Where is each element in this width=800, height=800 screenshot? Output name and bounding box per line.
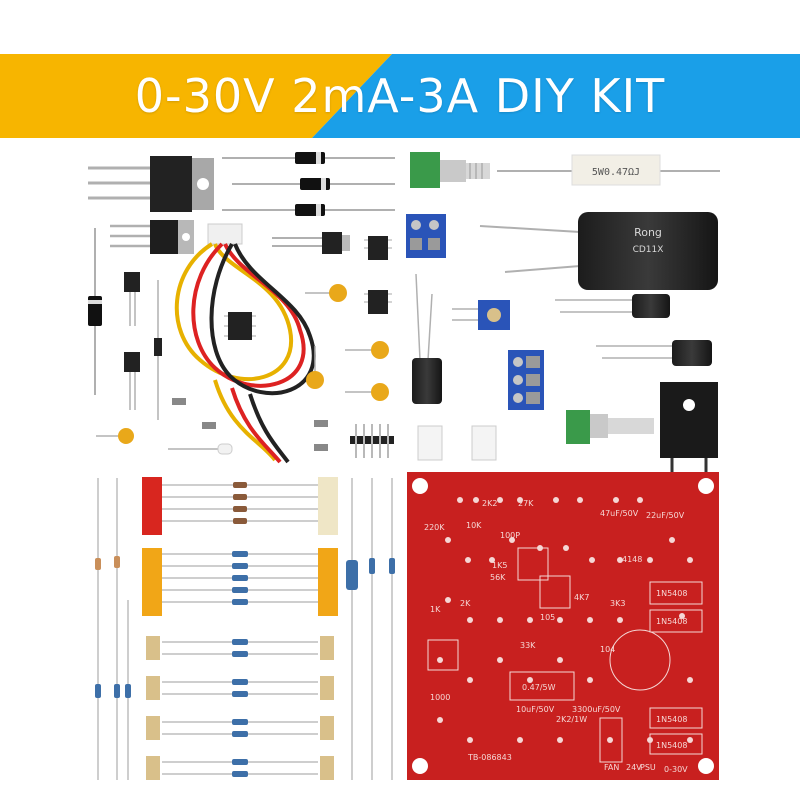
- banner: 0-30V 2mA-3A DIY KIT: [0, 54, 800, 138]
- pcb-label-100p: 100P: [500, 531, 520, 540]
- pcb-label-1k: 1K: [430, 605, 441, 614]
- pcb-label-10uf: 10uF/50V: [516, 705, 555, 714]
- wire-harness: [174, 223, 316, 464]
- pcb-label-105: 105: [540, 613, 555, 622]
- to92-transistor-a: [124, 272, 140, 326]
- capacitor-series: CD11X: [633, 245, 664, 255]
- power-resistor: 5W0.47ΩJ: [497, 154, 720, 186]
- printed-circuit-board: 1N5408 1N5408 1N5408 1N5408 0.47/5W 3300…: [407, 472, 719, 780]
- potentiometer-top: [410, 152, 490, 188]
- power-resistor-label: 5W0.47ΩJ: [592, 167, 640, 178]
- loose-resistor-bodies: [95, 556, 395, 698]
- heatsink: [660, 382, 718, 478]
- ic-dip8-b: [364, 290, 392, 314]
- banner-background: [0, 54, 800, 138]
- small-diode-vertical: [154, 280, 162, 420]
- loose-resistors-vertical: [97, 478, 393, 780]
- pcb-label-1k5: 1K5: [492, 561, 507, 570]
- screw-terminal-2pin: [406, 214, 446, 258]
- pcb-label-res-047: 0.47/5W: [522, 683, 556, 692]
- pcb-label-2k2: 2K2: [482, 499, 497, 508]
- pcb-label-4148: 4148: [622, 555, 642, 564]
- pcb-label-10k: 10K: [466, 521, 482, 530]
- pcb-label-33k: 33K: [520, 641, 536, 650]
- ceramic-capacitors: [96, 284, 389, 444]
- banner-title: 0-30V 2mA-3A DIY KIT: [134, 69, 666, 123]
- power-transistor-large: [88, 156, 214, 212]
- pcb-label-24v: 24V: [626, 763, 642, 772]
- electrolytic-capacitor-small-b: [596, 340, 712, 366]
- connector-sockets: [417, 425, 497, 461]
- potentiometer-bottom: [566, 410, 654, 444]
- pcb-label-1000: 1000: [430, 693, 450, 702]
- to220-transistor: [110, 220, 194, 254]
- pcb-label-diode-a: 1N5408: [656, 589, 687, 598]
- pcb-label-104: 104: [600, 645, 615, 654]
- pcb-label-220k: 220K: [424, 523, 445, 532]
- ic-dip8-a: [364, 236, 392, 260]
- diode-vertical-left: [88, 228, 102, 395]
- pin-header: [350, 424, 394, 458]
- pcb-label-47uf: 47uF/50V: [600, 509, 639, 518]
- small-transistors-row: [272, 232, 350, 254]
- pcb-label-4k7: 4K7: [574, 593, 589, 602]
- banner-blue-segment: [312, 54, 800, 138]
- pcb-label-22uf: 22uF/50V: [646, 511, 685, 520]
- capacitor-brand: Rong: [634, 226, 662, 239]
- screws: [172, 398, 328, 451]
- to92-transistor-b: [124, 352, 140, 410]
- pcb-label-56k: 56K: [490, 573, 506, 582]
- resistor-strip-set: [142, 477, 338, 780]
- pcb-label-2k2-1w: 2K2/1W: [556, 715, 587, 724]
- rectifier-diodes: [222, 152, 395, 216]
- pcb-label-cap-3300: 3300uF/50V: [572, 705, 621, 714]
- trimmer-potentiometer: [452, 300, 510, 330]
- pcb-label-out: 0-30V: [664, 765, 688, 774]
- screw-terminal-3pin: [508, 350, 544, 410]
- pcb-label-diode-b: 1N5408: [656, 617, 687, 626]
- pcb-label-diode-c: 1N5408: [656, 715, 687, 724]
- electrolytic-capacitor-large: Rong CD11X: [479, 212, 718, 290]
- pcb-label-diode-d: 1N5408: [656, 741, 687, 750]
- pcb-label-3k3: 3K3: [610, 599, 625, 608]
- led: [168, 443, 233, 455]
- pcb-label-27k: 27K: [518, 499, 534, 508]
- electrolytic-capacitor-small-a: [555, 294, 670, 318]
- pcb-label-psu: PSU: [640, 763, 656, 772]
- resistor-bodies: [232, 482, 248, 777]
- pcb-label-fan: FAN: [604, 763, 619, 772]
- resistor-leads: [162, 484, 318, 775]
- pcb-label-board-id: TB-086843: [467, 753, 512, 762]
- banner-yellow-segment: [0, 54, 392, 138]
- ic-dip8-center: [224, 312, 256, 340]
- electrolytic-capacitor-medium: [412, 273, 442, 404]
- pcb-label-2k: 2K: [460, 599, 471, 608]
